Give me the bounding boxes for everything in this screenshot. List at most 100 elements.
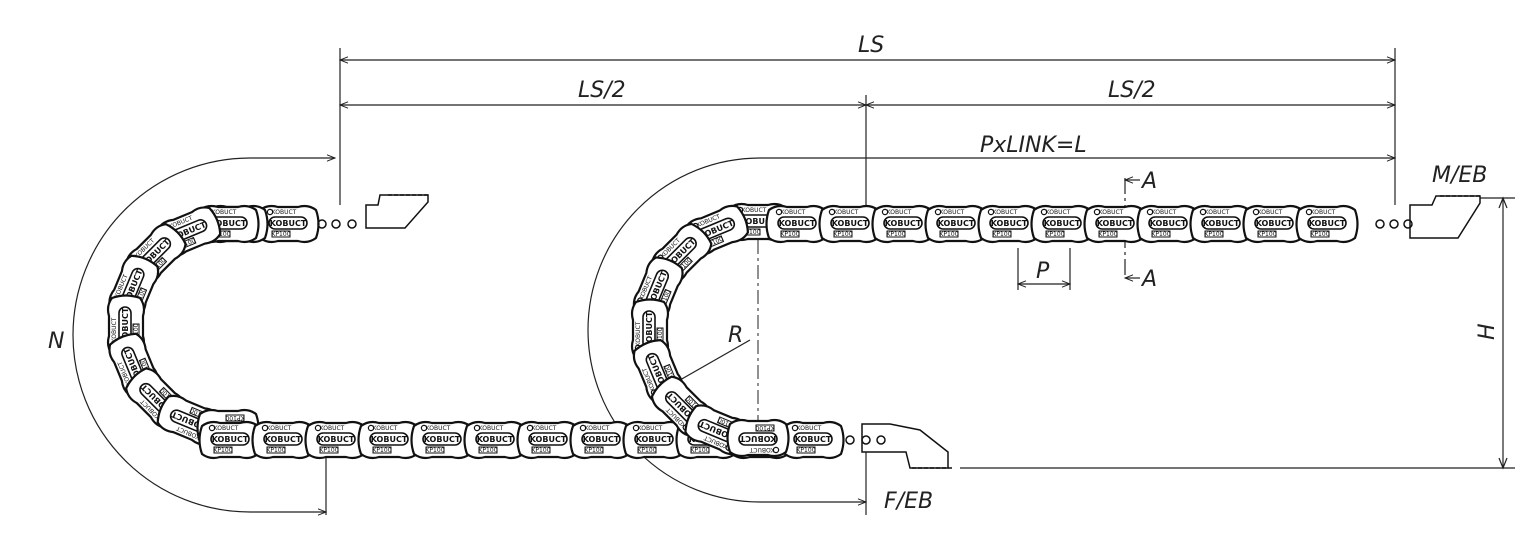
mounting-bracket-left: [317, 194, 429, 229]
svg-text:KOBUCT: KOBUCT: [834, 209, 859, 216]
pitch-label: P: [1036, 259, 1050, 284]
n-arc: [72, 158, 335, 512]
chain-link: KOBUCT KOBUCT KP100: [357, 420, 421, 460]
chain-link: KOBUCT KOBUCT KP100: [569, 420, 633, 460]
svg-text:KOBUCT: KOBUCT: [210, 219, 247, 228]
svg-text:KOBUCT: KOBUCT: [214, 425, 239, 432]
svg-text:KP100: KP100: [886, 231, 905, 238]
svg-text:KOBUCT: KOBUCT: [885, 219, 922, 228]
chain-link: KOBUCT KOBUCT KP100: [1242, 204, 1306, 244]
svg-text:KP100: KP100: [584, 447, 603, 454]
svg-text:KOBUCT: KOBUCT: [477, 435, 514, 444]
svg-text:KOBUCT: KOBUCT: [212, 209, 237, 216]
svg-text:KP100: KP100: [657, 327, 664, 346]
chain-link: KOBUCT KOBUCT KP100: [871, 204, 935, 244]
svg-text:KOBUCT: KOBUCT: [532, 425, 557, 432]
section-top-label: A: [1140, 169, 1157, 194]
svg-text:KOBUCT: KOBUCT: [991, 219, 1028, 228]
svg-text:KOBUCT: KOBUCT: [265, 435, 302, 444]
svg-text:KP100: KP100: [939, 231, 958, 238]
svg-text:KOBUCT: KOBUCT: [636, 435, 673, 444]
svg-text:KP100: KP100: [637, 447, 656, 454]
section-bottom-label: A: [1140, 267, 1157, 292]
svg-text:KOBUCT: KOBUCT: [583, 435, 620, 444]
height-label: H: [1475, 323, 1500, 340]
svg-text:KOBUCT: KOBUCT: [779, 219, 816, 228]
svg-text:KOBUCT: KOBUCT: [424, 435, 461, 444]
svg-text:KOBUCT: KOBUCT: [479, 425, 504, 432]
svg-text:KOBUCT: KOBUCT: [272, 209, 297, 216]
svg-text:KOBUCT: KOBUCT: [1099, 209, 1124, 216]
svg-text:KOBUCT: KOBUCT: [1203, 219, 1240, 228]
fe-label: F/EB: [884, 489, 933, 514]
svg-text:KOBUCT: KOBUCT: [1152, 209, 1177, 216]
svg-text:KOBUCT: KOBUCT: [1150, 219, 1187, 228]
svg-text:KOBUCT: KOBUCT: [938, 219, 975, 228]
svg-text:KP100: KP100: [992, 231, 1011, 238]
svg-text:KP100: KP100: [1098, 231, 1117, 238]
svg-text:KOBUCT: KOBUCT: [373, 425, 398, 432]
svg-text:KOBUCT: KOBUCT: [318, 435, 355, 444]
pxlink-arc: [587, 158, 1395, 502]
ls-half-left-label: LS/2: [578, 78, 626, 103]
radius-label: R: [728, 323, 743, 348]
svg-text:KOBUCT: KOBUCT: [635, 321, 642, 346]
svg-text:KOBUCT: KOBUCT: [267, 425, 292, 432]
svg-text:KOBUCT: KOBUCT: [426, 425, 451, 432]
svg-text:KOBUCT: KOBUCT: [887, 209, 912, 216]
ls-label: LS: [858, 33, 884, 58]
svg-text:KOBUCT: KOBUCT: [993, 209, 1018, 216]
svg-text:KP100: KP100: [796, 447, 815, 454]
svg-text:KP100: KP100: [213, 447, 232, 454]
svg-text:KOBUCT: KOBUCT: [749, 446, 774, 453]
chain-link: KOBUCT KOBUCT KP100: [622, 420, 686, 460]
chain-link: KOBUCT KOBUCT KP100: [977, 204, 1041, 244]
svg-text:KOBUCT: KOBUCT: [585, 425, 610, 432]
svg-text:KP100: KP100: [1045, 231, 1064, 238]
svg-text:KOBUCT: KOBUCT: [1256, 219, 1293, 228]
svg-text:KOBUCT: KOBUCT: [832, 219, 869, 228]
svg-text:KP100: KP100: [225, 414, 244, 421]
svg-text:KOBUCT: KOBUCT: [797, 425, 822, 432]
svg-text:KOBUCT: KOBUCT: [739, 434, 776, 443]
chain-bend-right: KOBUCTKOBUCTKP100KOBUCTKOBUCTKP100KOBUCT…: [630, 202, 790, 458]
svg-text:KOBUCT: KOBUCT: [1258, 209, 1283, 216]
svg-text:KP100: KP100: [1257, 231, 1276, 238]
svg-text:KOBUCT: KOBUCT: [111, 317, 118, 342]
svg-text:KP100: KP100: [425, 447, 444, 454]
svg-text:KOBUCT: KOBUCT: [270, 219, 307, 228]
svg-text:KOBUCT: KOBUCT: [371, 435, 408, 444]
svg-text:KP100: KP100: [690, 447, 709, 454]
pxlink-label: PxLINK=L: [980, 133, 1087, 158]
svg-text:KP100: KP100: [1204, 231, 1223, 238]
svg-text:KP100: KP100: [741, 229, 760, 236]
dimension-labels: LS LS/2 LS/2 PxLINK=L M/EB F/EB A A P R …: [48, 33, 1500, 514]
svg-text:KP100: KP100: [372, 447, 391, 454]
svg-text:KOBUCT: KOBUCT: [645, 311, 654, 348]
ls-half-right-label: LS/2: [1108, 78, 1156, 103]
svg-text:KOBUCT: KOBUCT: [1044, 219, 1081, 228]
svg-text:KP100: KP100: [319, 447, 338, 454]
svg-text:KOBUCT: KOBUCT: [638, 425, 663, 432]
svg-text:KOBUCT: KOBUCT: [1311, 209, 1336, 216]
svg-text:KP100: KP100: [780, 231, 799, 238]
chain-link: KOBUCT KOBUCT KP100: [410, 420, 474, 460]
svg-text:KP100: KP100: [478, 447, 497, 454]
mounting-bracket-me: [1375, 195, 1481, 239]
svg-text:KP100: KP100: [531, 447, 550, 454]
svg-text:KP100: KP100: [1310, 231, 1329, 238]
